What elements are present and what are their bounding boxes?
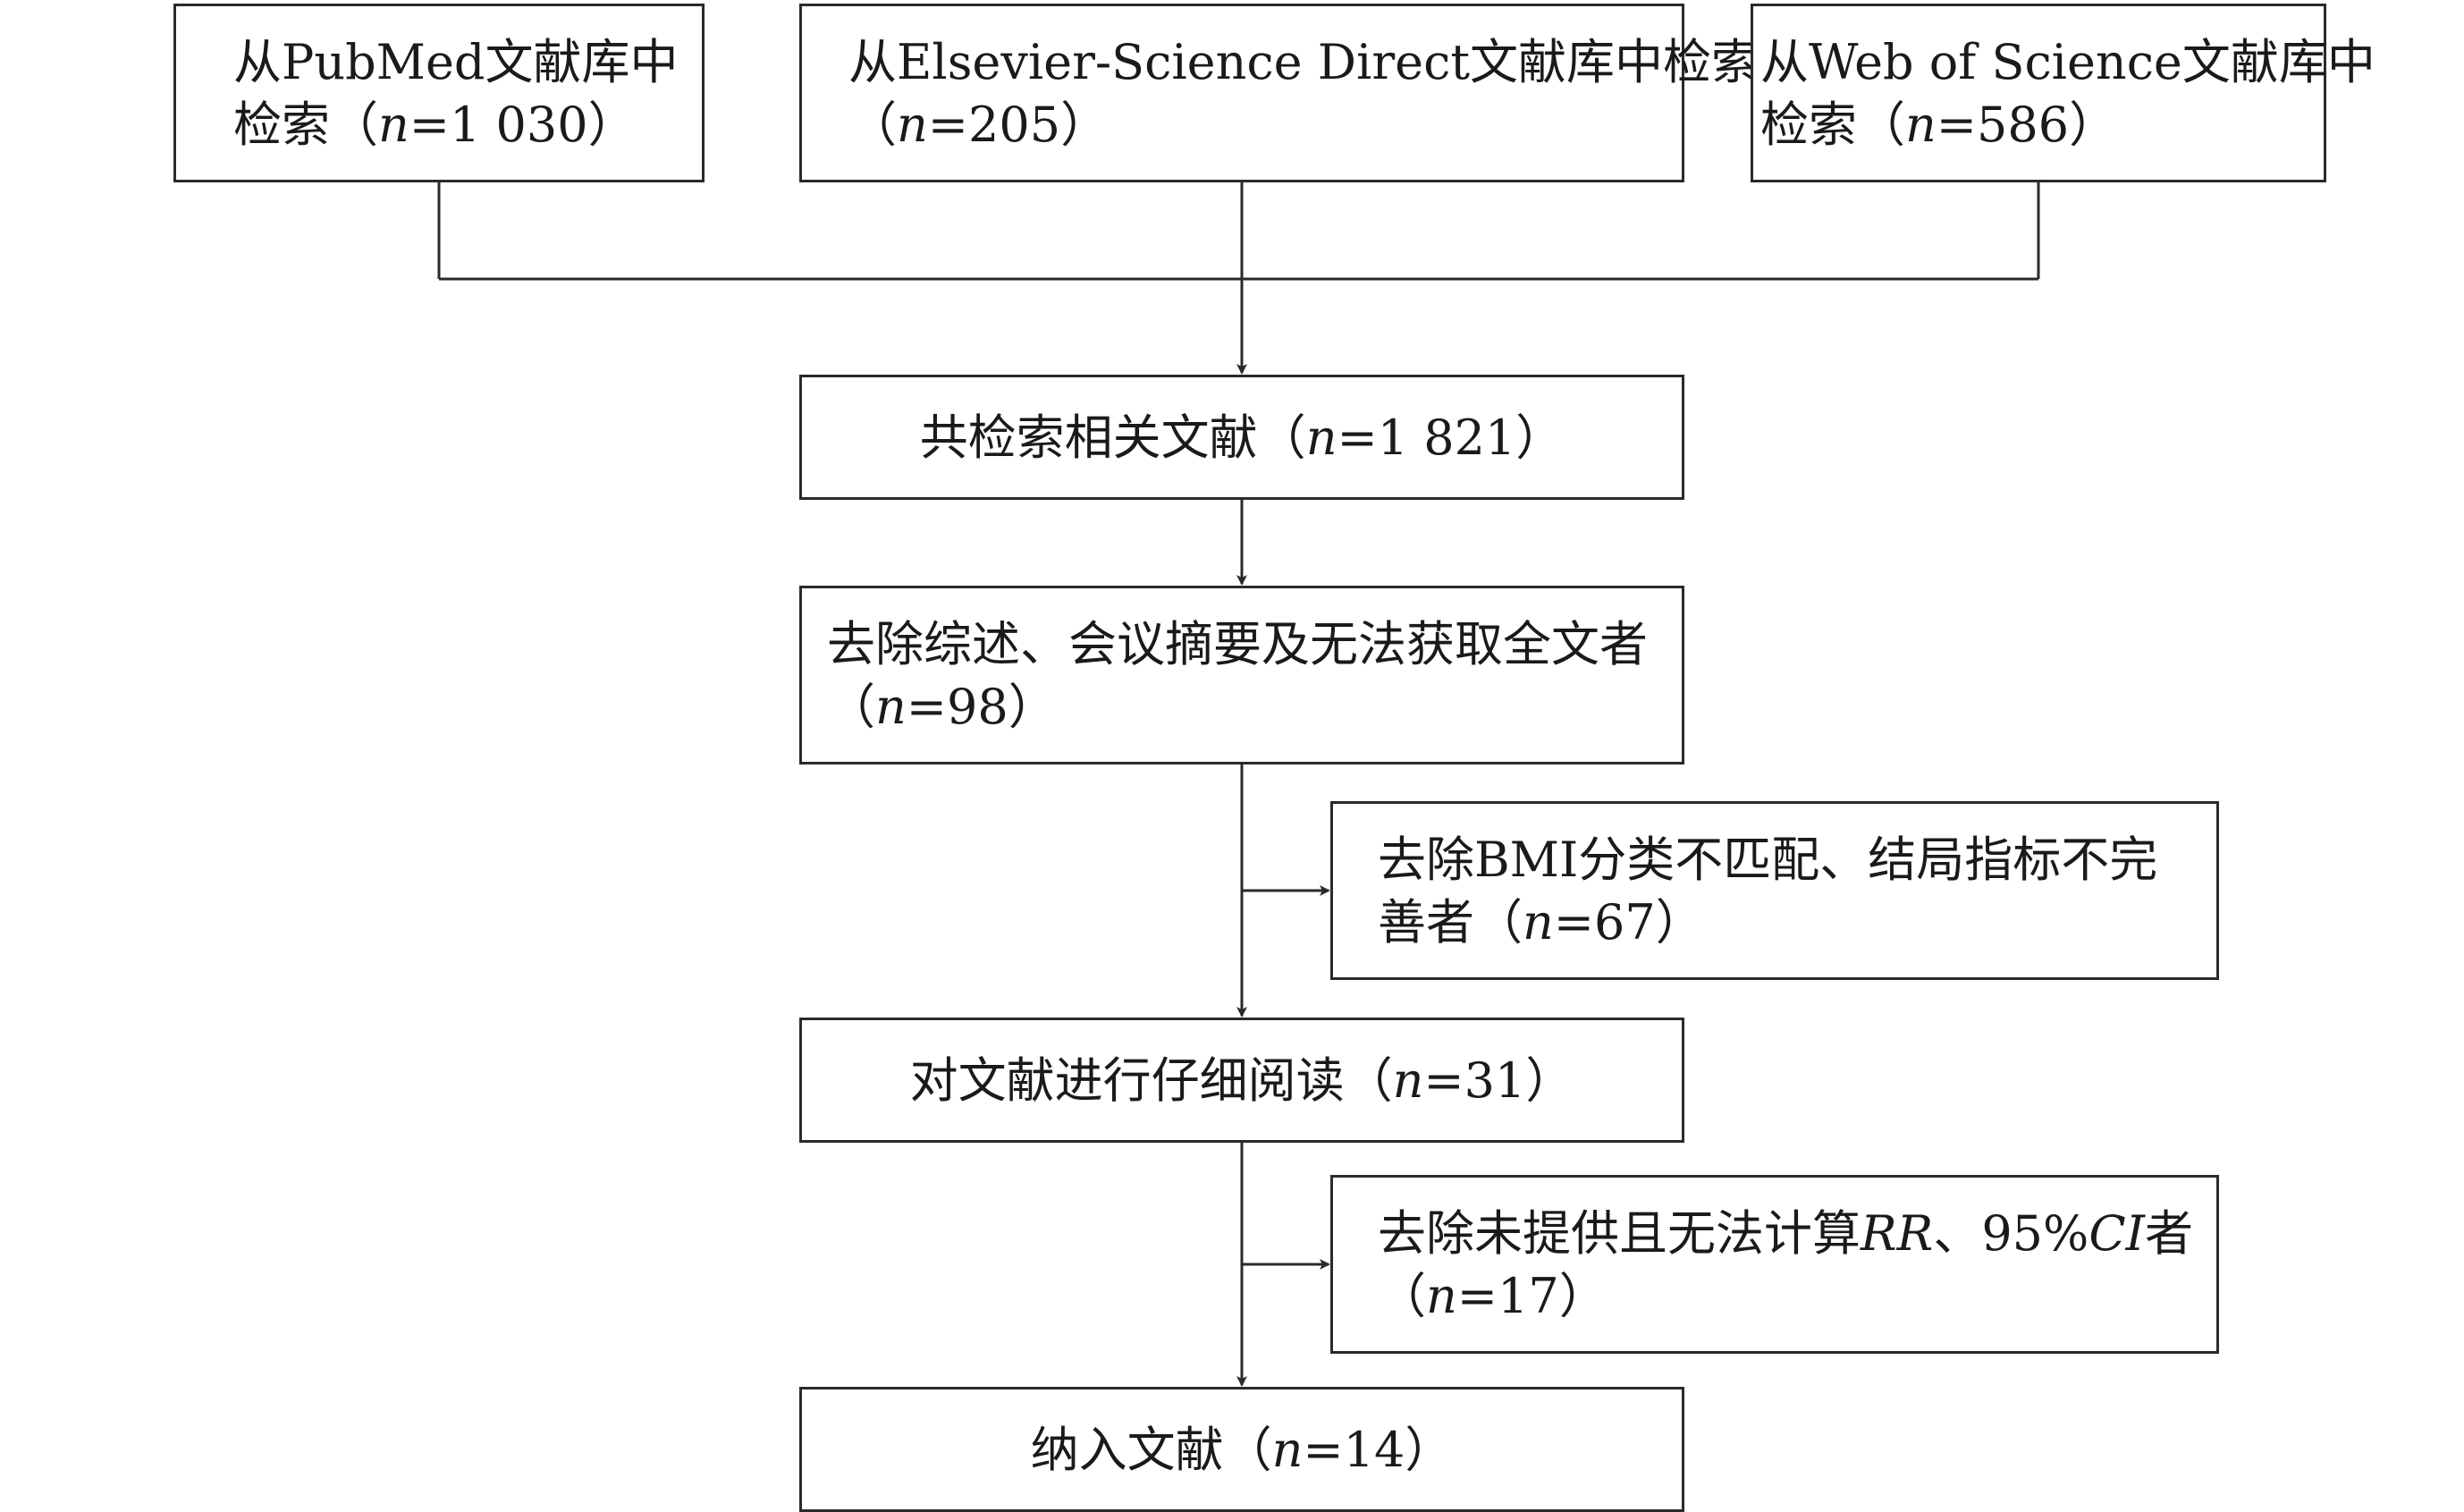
- pubmed-line2-prefix: 检索（: [233, 97, 378, 153]
- wos-line2: 检索（n=586）: [1760, 94, 2324, 156]
- exclude-reviews-box: 去除综述、会议摘要及无法获取全文者 （n=98）: [799, 586, 1684, 764]
- exclude-reviews-line1: 去除综述、会议摘要及无法获取全文者: [827, 616, 1648, 672]
- n-label: n: [875, 679, 907, 735]
- total-count: =1 821）: [1337, 410, 1565, 466]
- exclude-bmi-count: =67）: [1553, 894, 1704, 950]
- exclude-reviews-line2: （n=98）: [827, 676, 1682, 739]
- exclude-bmi-line2-prefix: 善者（: [1378, 894, 1523, 950]
- exclude-reviews-line2-prefix: （: [827, 679, 875, 735]
- pubmed-line2: 检索（n=1 030）: [233, 94, 702, 156]
- exclude-rr-line1-mid: 、95%: [1933, 1205, 2089, 1262]
- included-label: 纳入文献（: [1030, 1422, 1272, 1478]
- included-line: 纳入文献（n=14）: [802, 1419, 1682, 1482]
- full-read-line: 对文献进行仔细阅读（n=31）: [802, 1050, 1682, 1112]
- exclude-rr-box: 去除未提供且无法计算RR、95%CI者 （n=17）: [1330, 1175, 2219, 1354]
- elsevier-count: =205）: [927, 97, 1110, 153]
- exclude-rr-line1: 去除未提供且无法计算RR、95%CI者: [1378, 1203, 2216, 1265]
- elsevier-line2: （n=205）: [848, 94, 1682, 156]
- n-label: n: [1523, 894, 1554, 950]
- n-label: n: [378, 97, 409, 153]
- full-read-label: 对文献进行仔细阅读（: [909, 1052, 1393, 1109]
- total-line: 共检索相关文献（n=1 821）: [802, 407, 1682, 469]
- wos-source-box: 从Web of Science文献库中 检索（n=586）: [1751, 4, 2375, 182]
- n-label: n: [1426, 1268, 1457, 1324]
- exclude-reviews-count: =98）: [906, 679, 1057, 735]
- pubmed-count: =1 030）: [409, 97, 637, 153]
- exclude-bmi-line1: 去除BMI分类不匹配、结局指标不完: [1378, 832, 2158, 888]
- wos-count: =586）: [1936, 97, 2118, 153]
- pubmed-source-box: 从PubMed文献库中 检索（n=1 030）: [173, 4, 705, 182]
- n-label: n: [897, 97, 928, 153]
- full-read-box: 对文献进行仔细阅读（n=31）: [799, 1018, 1684, 1143]
- exclude-rr-line1-suffix: 者: [2145, 1205, 2194, 1262]
- n-label: n: [1905, 97, 1937, 153]
- included-count: =14）: [1303, 1422, 1454, 1478]
- exclude-bmi-line2: 善者（n=67）: [1378, 891, 2216, 954]
- full-read-count: =31）: [1423, 1052, 1574, 1109]
- n-label: n: [1271, 1422, 1304, 1478]
- rr-label: RR: [1861, 1205, 1934, 1262]
- pubmed-line1: 从PubMed文献库中: [233, 34, 679, 90]
- elsevier-line1: 从Elsevier-Science Direct文献库中检索: [848, 34, 1760, 90]
- exclude-rr-line1-prefix: 去除未提供且无法计算: [1378, 1205, 1861, 1262]
- exclude-rr-line2-prefix: （: [1378, 1268, 1426, 1324]
- ci-label: CI: [2088, 1205, 2146, 1262]
- exclude-rr-line2: （n=17）: [1378, 1265, 2216, 1328]
- elsevier-source-box: 从Elsevier-Science Direct文献库中检索 （n=205）: [799, 4, 1760, 182]
- included-box: 纳入文献（n=14）: [799, 1387, 1684, 1512]
- n-label: n: [1392, 1052, 1424, 1109]
- n-label: n: [1305, 410, 1337, 466]
- wos-line2-prefix: 检索（: [1760, 97, 1905, 153]
- wos-line1: 从Web of Science文献库中: [1760, 34, 2375, 90]
- elsevier-line2-prefix: （: [848, 97, 897, 153]
- total-records-box: 共检索相关文献（n=1 821）: [799, 375, 1684, 500]
- total-label: 共检索相关文献（: [919, 410, 1306, 466]
- exclude-rr-count: =17）: [1456, 1268, 1608, 1324]
- exclude-bmi-box: 去除BMI分类不匹配、结局指标不完 善者（n=67）: [1330, 801, 2219, 980]
